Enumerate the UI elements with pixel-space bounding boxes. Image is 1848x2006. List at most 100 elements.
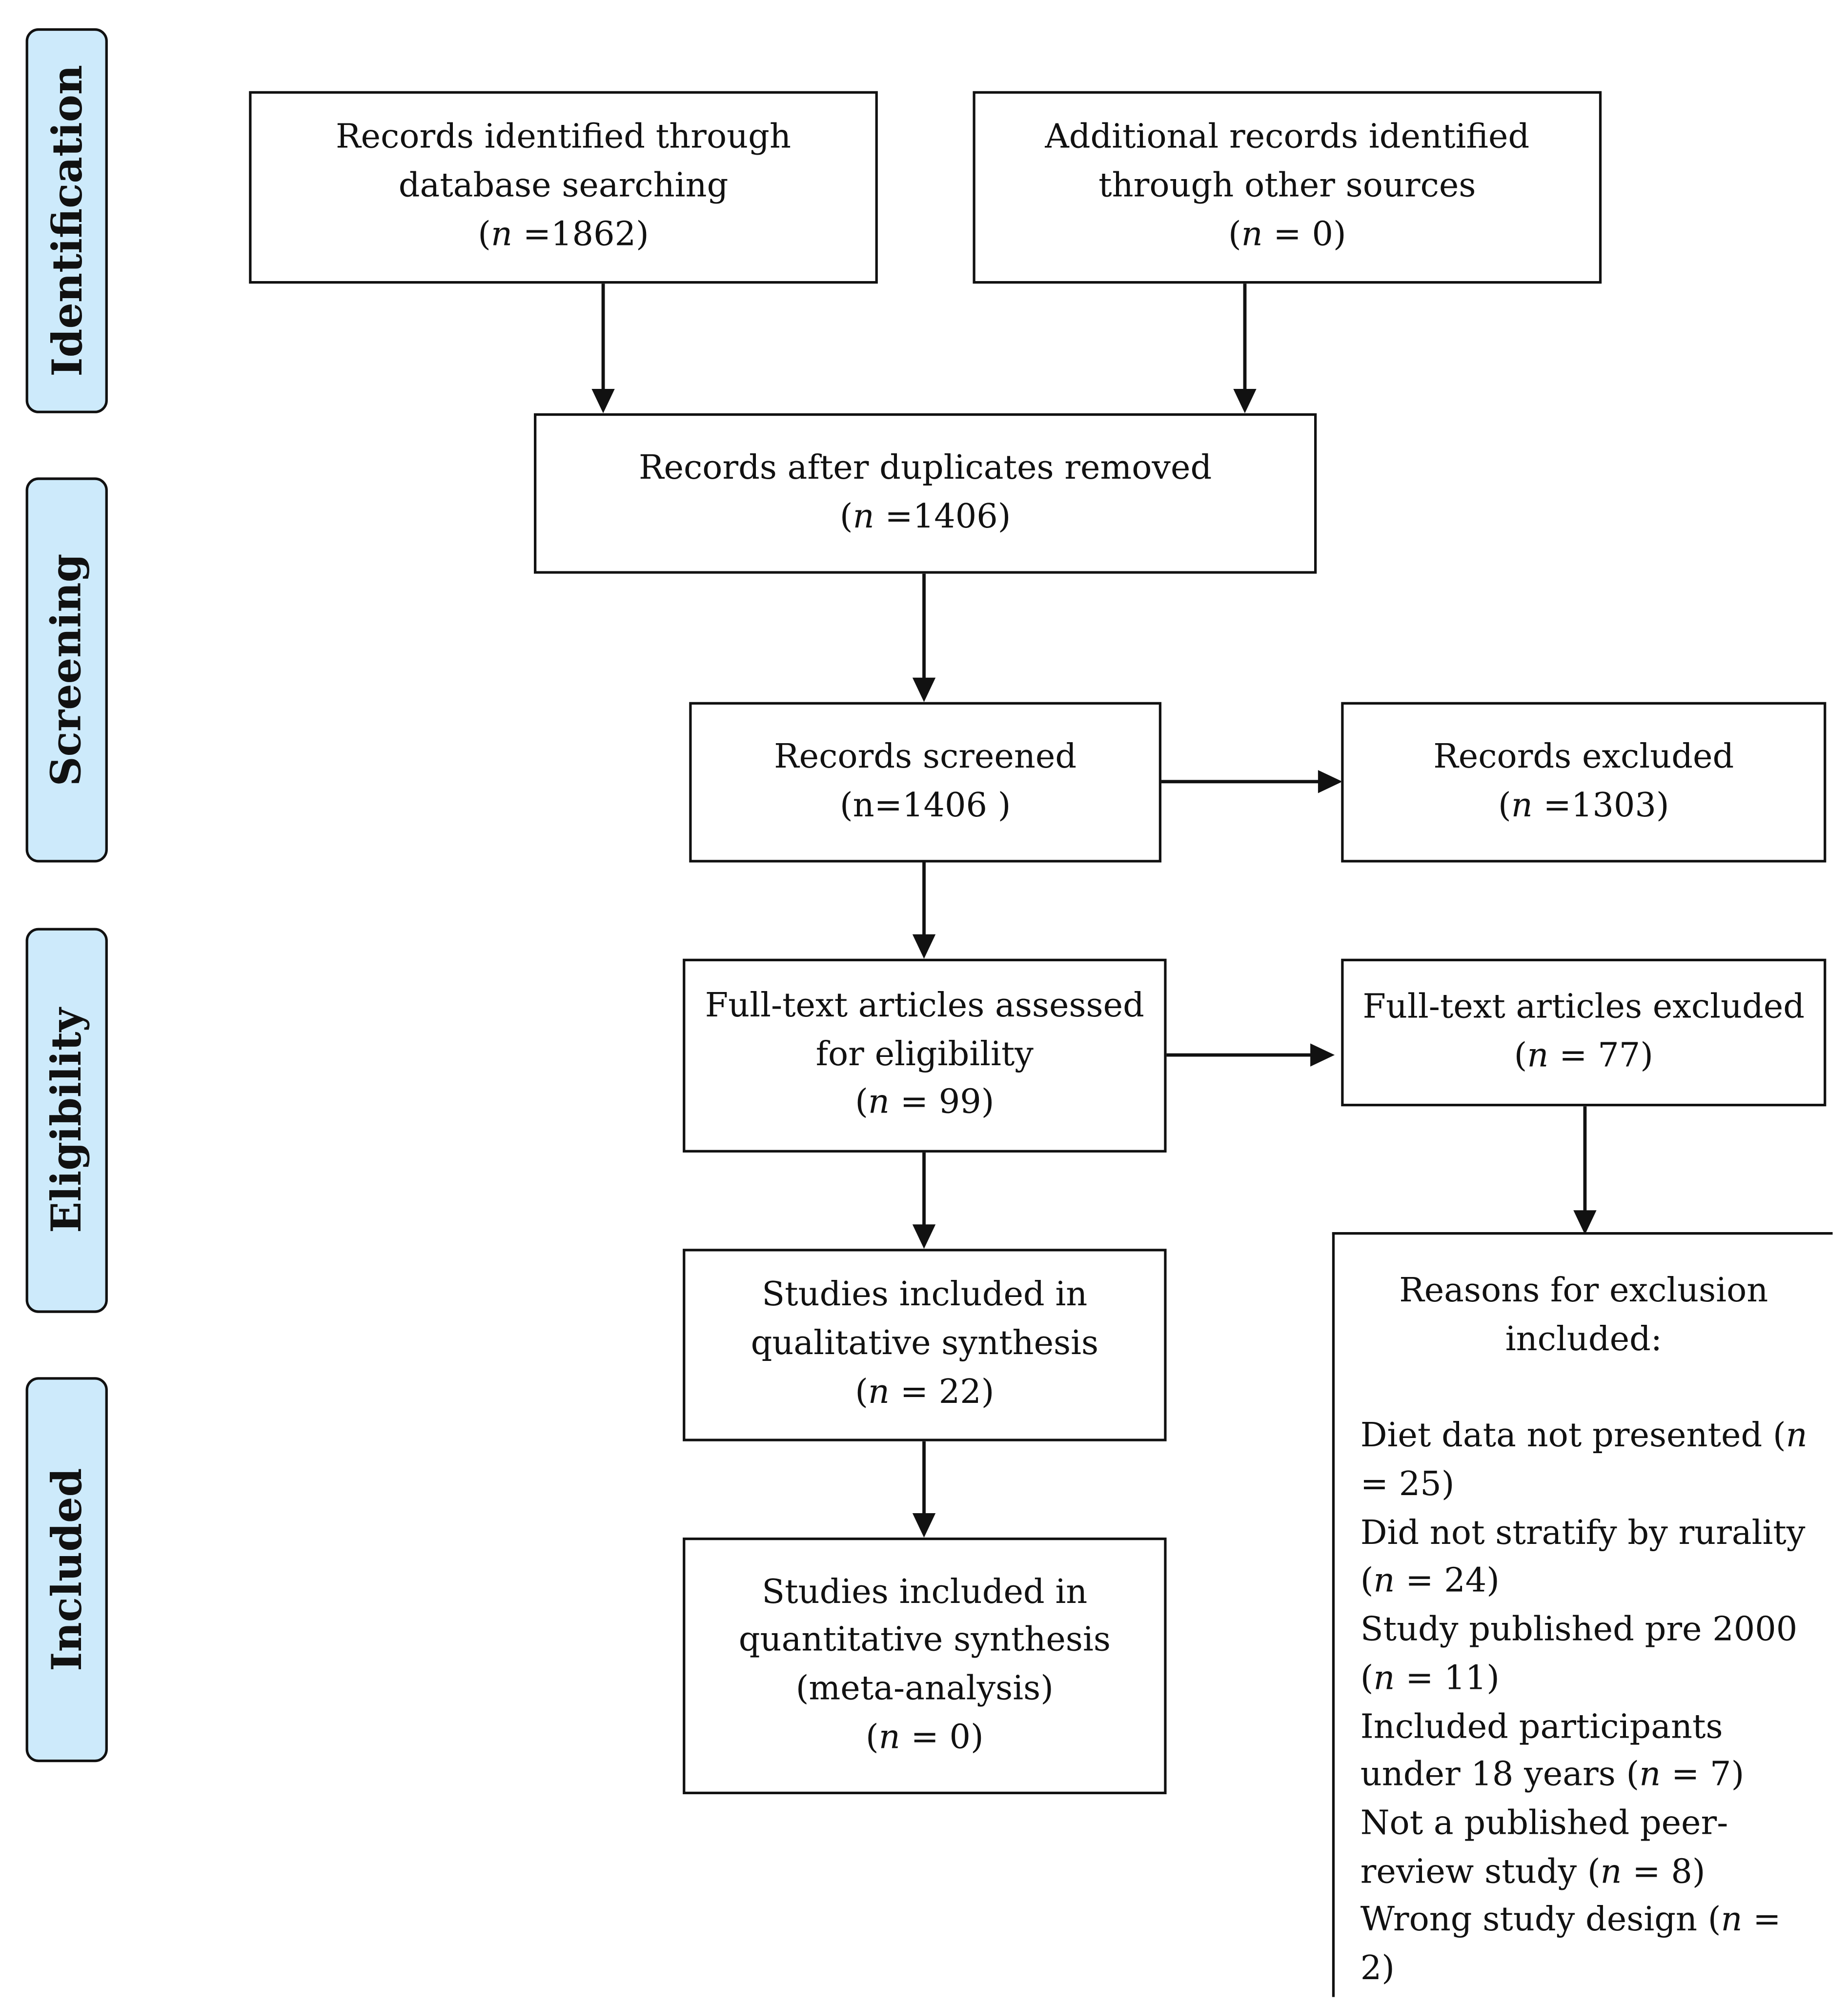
arrowhead-fulltext-excluded <box>1310 1043 1335 1067</box>
arrowhead-excluded <box>1318 770 1342 793</box>
reason-count: = 11) <box>1395 1659 1500 1698</box>
reason-item: Wrong study design (n = 2) <box>1361 1897 1815 1994</box>
count-value: = 0) <box>1262 215 1346 254</box>
box-qualitative-synthesis: Studies included in qualitative synthesi… <box>683 1249 1167 1441</box>
count-symbol: n <box>878 1718 900 1757</box>
count-prefix: ( <box>1514 1036 1527 1075</box>
count-symbol: n <box>868 1373 890 1412</box>
count-prefix: ( <box>478 215 491 254</box>
count-value: = 99) <box>889 1083 995 1122</box>
box-count-line: (n = 77) <box>1514 1033 1653 1081</box>
reason-count-symbol: n <box>1786 1417 1807 1456</box>
reason-item: Did not stratify by rurality (n = 24) <box>1361 1510 1815 1607</box>
box-count-line: (n =1303) <box>1498 782 1669 831</box>
count-symbol: n <box>1511 786 1533 825</box>
box-other-sources: Additional records identified through ot… <box>973 91 1602 284</box>
box-text-line: qualitative synthesis <box>751 1324 1099 1363</box>
box-text-line: quantitative synthesis <box>738 1621 1111 1660</box>
arrowhead-qualitative <box>912 1224 936 1249</box>
reason-count: = 2) <box>1360 1901 1781 1988</box>
count-symbol: n <box>868 1083 890 1122</box>
reason-text: Diet data not presented ( <box>1360 1417 1786 1456</box>
reason-text: Wrong study design ( <box>1360 1901 1721 1940</box>
arrowhead-screened <box>912 677 936 702</box>
box-text-line: for eligibility <box>815 1035 1034 1074</box>
count-prefix: ( <box>855 1083 868 1122</box>
arrowhead-fulltext <box>912 934 936 959</box>
box-records-excluded: Records excluded (n =1303) <box>1341 702 1827 863</box>
box-count-line: (n=1406 ) <box>839 786 1011 825</box>
reasons-list: Diet data not presented (n = 25) Did not… <box>1335 1414 1832 1994</box>
reason-count-symbol: n <box>1373 1659 1395 1698</box>
box-quantitative-synthesis: Studies included in quantitative synthes… <box>683 1537 1167 1795</box>
reason-item: Included participants under 18 years (n … <box>1361 1704 1815 1801</box>
count-symbol: n <box>1527 1036 1549 1075</box>
reason-count-symbol: n <box>1721 1901 1743 1940</box>
box-text-line: (meta-analysis) <box>795 1669 1054 1708</box>
reasons-heading-line: Reasons for exclusion <box>1399 1272 1768 1311</box>
box-text-line: database searching <box>398 167 729 206</box>
box-text-line: Records screened <box>774 737 1077 776</box>
arrowhead-database <box>591 388 615 413</box>
reason-item: Not a published peer-review study (n = 8… <box>1361 1801 1815 1897</box>
reason-count: = 24) <box>1395 1562 1500 1601</box>
box-records-screened: Records screened (n=1406 ) <box>689 702 1162 863</box>
box-count-line: (n = 22) <box>855 1369 994 1418</box>
reason-text: Did not stratify by rurality ( <box>1360 1514 1806 1601</box>
reason-item: Study published pre 2000 (n = 11) <box>1361 1607 1815 1703</box>
box-count-line: (n = 0) <box>1228 212 1346 260</box>
box-text-line: through other sources <box>1098 167 1476 206</box>
stage-label-screening: Screening <box>25 477 108 863</box>
box-text-line: Full-text articles excluded <box>1362 988 1805 1027</box>
count-value: =1303) <box>1532 786 1669 825</box>
count-value: =1862) <box>512 215 649 254</box>
count-symbol: n <box>1241 215 1263 254</box>
box-text-line: Studies included in <box>762 1573 1088 1612</box>
reason-count-symbol: n <box>1373 1562 1395 1601</box>
reason-text: Not a published peer-review study ( <box>1360 1804 1728 1891</box>
stage-label-eligibility: Eligibility <box>25 928 108 1313</box>
reason-count: = 7) <box>1661 1756 1745 1795</box>
box-text-line: Records after duplicates removed <box>638 449 1212 487</box>
box-count-line: (n = 0) <box>866 1714 984 1763</box>
arrowhead-quantitative <box>912 1513 936 1538</box>
reason-count: = 8) <box>1622 1852 1706 1891</box>
box-count-line: (n =1862) <box>478 212 649 260</box>
reason-count-symbol: n <box>1600 1852 1622 1891</box>
box-fulltext-excluded: Full-text articles excluded (n = 77) <box>1341 958 1827 1107</box>
arrowhead-reasons <box>1573 1210 1597 1235</box>
reason-text: Included participants under 18 years ( <box>1360 1707 1723 1795</box>
box-text-line: Records excluded <box>1433 737 1734 776</box>
reason-count: = 25) <box>1360 1465 1455 1504</box>
count-prefix: ( <box>855 1373 868 1412</box>
box-database-search: Records identified through database sear… <box>249 91 878 284</box>
count-value: = 77) <box>1548 1036 1653 1075</box>
count-symbol: n <box>490 215 513 254</box>
box-text-line: Full-text articles assessed <box>705 987 1144 1026</box>
count-value: = 22) <box>889 1373 995 1412</box>
count-prefix: ( <box>839 497 853 536</box>
count-prefix: ( <box>865 1718 879 1757</box>
box-text-line: Additional records identified <box>1045 119 1530 158</box>
count-prefix: ( <box>1498 786 1511 825</box>
reasons-heading-line: included: <box>1505 1320 1662 1359</box>
arrowhead-other <box>1233 388 1257 413</box>
stage-label-included: Included <box>25 1377 108 1763</box>
box-count-line: (n = 99) <box>855 1080 994 1128</box>
reason-text: Study published pre 2000 ( <box>1360 1611 1798 1698</box>
count-prefix: ( <box>1228 215 1241 254</box>
count-symbol: n <box>853 497 874 536</box>
stage-label-identification: Identification <box>25 28 108 413</box>
reason-item: Diet data not presented (n = 25) <box>1361 1414 1815 1510</box>
reasons-for-exclusion-panel: Reasons for exclusion included: Diet dat… <box>1332 1232 1833 1997</box>
reason-count-symbol: n <box>1639 1756 1661 1795</box>
count-value: =1406) <box>874 497 1011 536</box>
box-text-line: Studies included in <box>762 1276 1088 1315</box>
count-value: = 0) <box>900 1718 984 1757</box>
box-text-line: Records identified through <box>336 119 792 158</box>
box-fulltext-assessed: Full-text articles assessed for eligibil… <box>683 958 1167 1153</box>
box-duplicates-removed: Records after duplicates removed (n =140… <box>534 413 1317 574</box>
reasons-heading: Reasons for exclusion included: <box>1335 1268 1832 1365</box>
